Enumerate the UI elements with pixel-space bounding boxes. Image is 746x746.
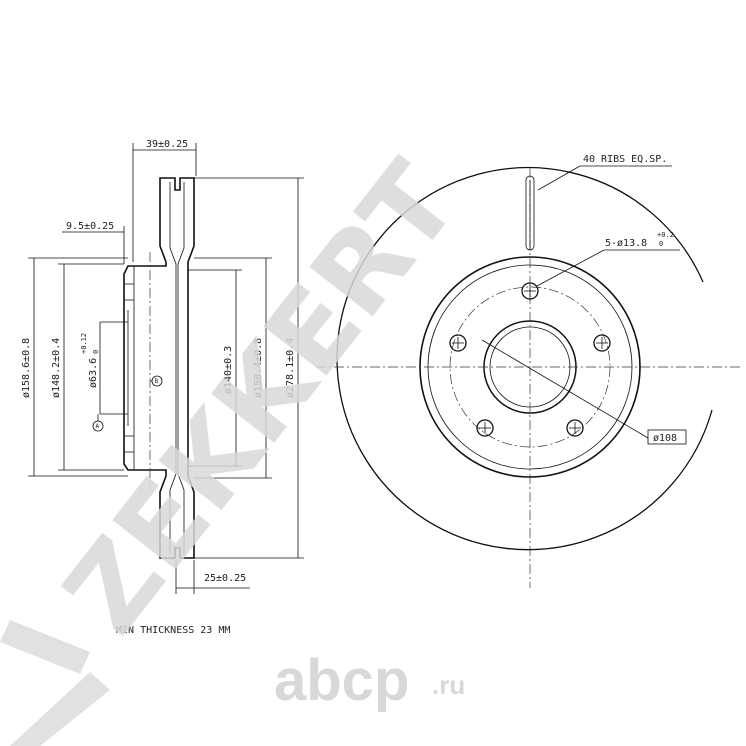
dim-dia-278: ø278.1±0.4: [285, 338, 296, 398]
bolt-holes-note: 5-ø13.8: [605, 238, 647, 249]
bolt-hole: [449, 334, 467, 352]
dim-flange-offset: 9.5±0.25: [66, 221, 114, 232]
site-logo-tld: .ru: [432, 670, 465, 700]
bolt-tol-upper: +0.2: [657, 231, 674, 239]
site-logo-text: abcp: [274, 648, 409, 713]
brand-watermark-text: ZEKKERT: [40, 140, 483, 656]
dim-width-total: 39±0.25: [146, 139, 188, 150]
dim-dia-63-6-tol-lower: 0: [92, 350, 100, 354]
bolt-hole-group: [449, 282, 611, 437]
dim-dia-148-2: ø148.2±0.4: [51, 338, 62, 398]
dim-dia-63-6-tol-upper: +0.12: [80, 333, 88, 354]
ribs-note: 40 RIBS EQ.SP.: [583, 154, 667, 165]
datum-b-label: B: [155, 378, 159, 385]
dim-dia-63-6: ø63.6: [88, 358, 99, 388]
min-thickness-note: MIN THICKNESS 23 MM: [116, 625, 230, 636]
dim-hat-thickness: 25±0.25: [204, 573, 246, 584]
bolt-hole: [521, 282, 539, 300]
bolt-hole: [566, 419, 584, 437]
front-view: 40 RIBS EQ.SP. 5-ø13.8 +0.2 0 ø108: [316, 154, 742, 588]
dim-dia-140: ø140±0.3: [223, 346, 234, 394]
site-logo: abcp .ru: [274, 648, 465, 713]
pcd-box: [647, 429, 687, 445]
dim-dia-158-4: ø158.4±0.8: [253, 338, 264, 398]
side-section-view: 39±0.25 9.5±0.25 25±0.25 ø158.6±0.8 ø148…: [21, 139, 304, 636]
bolt-tol-lower: 0: [659, 240, 663, 248]
bolt-hole: [593, 334, 611, 352]
datum-a-label: A: [96, 423, 100, 430]
dim-dia-158-6: ø158.6±0.8: [21, 338, 32, 398]
bolt-hole: [476, 419, 494, 437]
pcd-label: ø108: [653, 433, 677, 444]
